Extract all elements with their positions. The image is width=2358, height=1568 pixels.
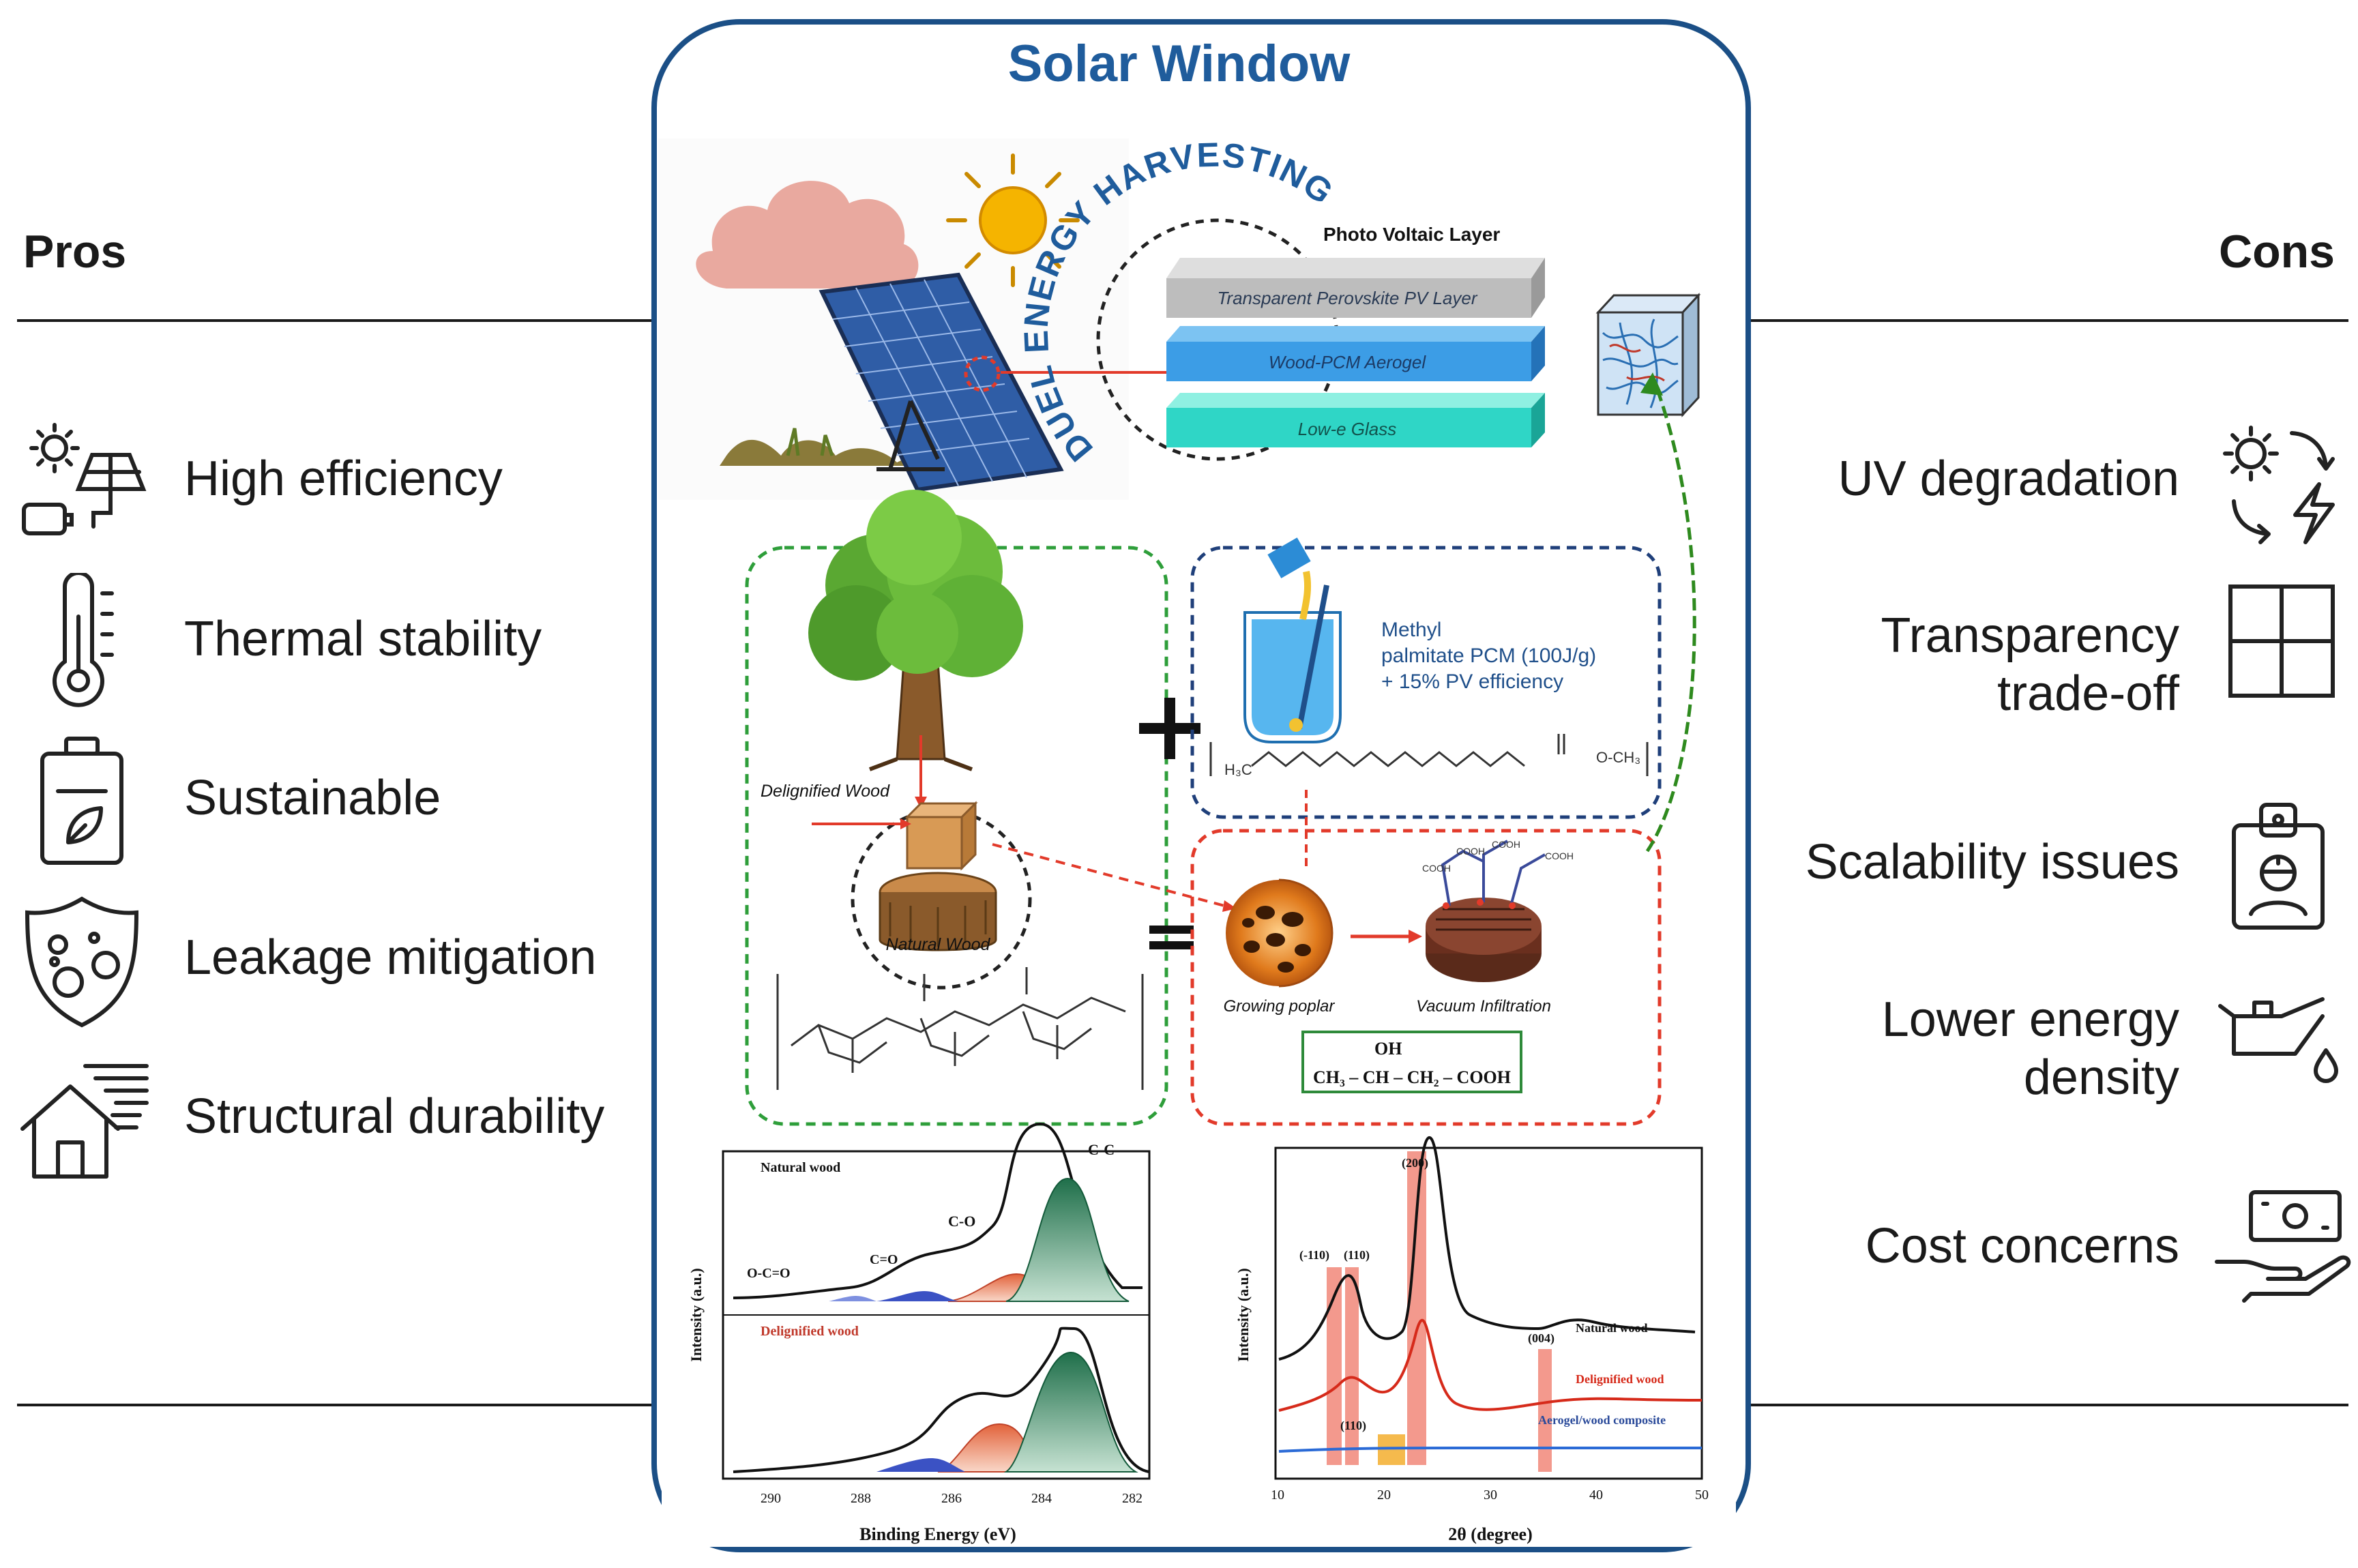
svg-text:COOH: COOH: [1492, 839, 1520, 850]
svg-text:286: 286: [941, 1491, 962, 1506]
svg-text:Delignified wood: Delignified wood: [761, 1324, 859, 1339]
svg-text:C-O: C-O: [948, 1213, 975, 1230]
svg-text:10: 10: [1271, 1488, 1284, 1503]
svg-text:40: 40: [1589, 1488, 1603, 1503]
svg-text:Aerogel/wood composite: Aerogel/wood composite: [1538, 1413, 1666, 1427]
layer-label: Transparent Perovskite PV Layer: [1217, 288, 1477, 308]
vacuum-infiltration-disk: COOH COOH COOH COOH: [1422, 839, 1574, 982]
solar-panel-icon: [819, 272, 1064, 492]
cons-item-label: Transparency trade-off: [1881, 608, 2179, 721]
cons-item-label: Lower energy density: [1881, 992, 2179, 1105]
cloud-icon: [696, 181, 919, 289]
svg-text:OH: OH: [1374, 1039, 1402, 1059]
shield-bubbles-icon: [25, 896, 139, 1028]
svg-text:COOH: COOH: [1422, 863, 1451, 874]
svg-text:Intensity (a.u.): Intensity (a.u.): [688, 1268, 705, 1362]
svg-text:(200): (200): [1402, 1156, 1428, 1170]
pros-heading: Pros: [23, 226, 127, 278]
svg-text:O-CH₃: O-CH₃: [1596, 749, 1640, 766]
svg-text:COOH: COOH: [1456, 846, 1485, 857]
pcm-text: Methyl palmitate PCM (100J/g) + 15% PV e…: [1381, 619, 1602, 693]
layers-title: Photo Voltaic Layer: [1323, 224, 1500, 245]
pros-top-divider: [17, 319, 651, 322]
pros-bottom-divider: [17, 1404, 651, 1406]
pros-item-label: Sustainable: [184, 771, 441, 825]
window-icon: [2228, 585, 2335, 698]
cons-item-label: Scalability issues: [1805, 835, 2179, 889]
card-title: Solar Window: [1007, 35, 1351, 93]
delignified-wood-label: Delignified Wood: [761, 782, 890, 801]
acid-formula-box: OH CH₃ – CH – CH₂ – COOH: [1301, 1031, 1522, 1093]
badge-person-icon: [2232, 803, 2325, 930]
xps-chart: Natural wood Delignified wood C-C C-O C=…: [662, 1122, 1173, 1547]
poplar-cross-section: [1226, 878, 1333, 988]
svg-text:Natural wood: Natural wood: [1576, 1321, 1648, 1335]
pros-item-label: Structural durability: [184, 1089, 605, 1144]
svg-text:O-C=O: O-C=O: [747, 1266, 791, 1281]
layer-label: Low-e Glass: [1298, 419, 1397, 439]
svg-text:Natural wood: Natural wood: [761, 1160, 840, 1175]
solar-window-illustration: DUEL ENERGY HARVESTING Photo Voltaic Lay…: [658, 136, 1736, 1547]
hand-money-icon: [2215, 1190, 2351, 1303]
methyl-palmitate-formula: H₃C O-CH₃: [1209, 734, 1649, 778]
svg-text:290: 290: [761, 1491, 781, 1506]
sun-cycle-bolt-icon: [2223, 426, 2335, 544]
svg-text:288: 288: [851, 1491, 871, 1506]
beaker-icon: [1243, 537, 1342, 743]
layer-stack: Photo Voltaic Layer Transparent Perovski…: [1166, 224, 1701, 447]
svg-text:H₃C: H₃C: [1224, 761, 1252, 778]
pros-item-label: High efficiency: [184, 452, 503, 506]
svg-text:C-C: C-C: [1088, 1141, 1115, 1158]
xrd-chart: (200) (-110) (110) (004) (110) Natural w…: [1218, 1136, 1736, 1547]
svg-text:C=O: C=O: [870, 1252, 898, 1267]
solar-scene: [658, 138, 1207, 500]
aerogel-cube: [1595, 293, 1701, 417]
cons-bottom-divider: [1751, 1404, 2348, 1406]
svg-text:CH₃ – CH – CH₂ – COOH: CH₃ – CH – CH₂ – COOH: [1313, 1067, 1511, 1087]
growing-poplar-label: Growing poplar: [1224, 997, 1336, 1016]
svg-text:Intensity (a.u.): Intensity (a.u.): [1235, 1268, 1252, 1362]
svg-text:COOH: COOH: [1545, 850, 1574, 861]
vacuum-infiltration-label: Vacuum Infiltration: [1416, 997, 1551, 1016]
layer-label: Wood-PCM Aerogel: [1269, 352, 1426, 372]
eco-battery-icon: [40, 737, 123, 865]
cons-top-divider: [1751, 319, 2348, 322]
svg-text:(-110): (-110): [1299, 1248, 1329, 1262]
cons-item-label: UV degradation: [1838, 452, 2179, 506]
svg-text:284: 284: [1031, 1491, 1052, 1506]
cellulose-structure: [776, 967, 1144, 1090]
svg-text:20: 20: [1377, 1488, 1391, 1503]
svg-text:Binding Energy (eV): Binding Energy (eV): [859, 1524, 1016, 1544]
svg-text:(004): (004): [1528, 1331, 1554, 1346]
tree-icon: [808, 490, 1023, 771]
natural-wood-label: Natural Wood: [886, 935, 991, 954]
svg-text:30: 30: [1484, 1488, 1497, 1503]
wood-stump-icon: [879, 801, 997, 951]
solar-panel-battery-icon: [22, 423, 147, 535]
svg-text:(110): (110): [1344, 1248, 1370, 1262]
svg-text:(110): (110): [1340, 1419, 1366, 1433]
pros-item-label: Thermal stability: [184, 612, 542, 666]
pros-item-label: Leakage mitigation: [184, 930, 597, 985]
cons-item-label: Cost concerns: [1865, 1219, 2179, 1273]
equals-sign: [1149, 926, 1194, 949]
svg-text:50: 50: [1695, 1488, 1709, 1503]
house-wind-icon: [20, 1064, 149, 1179]
plus-sign: [1139, 698, 1200, 759]
thermometer-icon: [53, 573, 114, 707]
sun-icon: [946, 153, 1080, 287]
svg-text:Delignified wood: Delignified wood: [1576, 1372, 1664, 1386]
oil-can-icon: [2218, 997, 2338, 1083]
cons-heading: Cons: [2219, 226, 2335, 278]
svg-text:2θ (degree): 2θ (degree): [1448, 1524, 1533, 1544]
svg-text:282: 282: [1122, 1491, 1143, 1506]
